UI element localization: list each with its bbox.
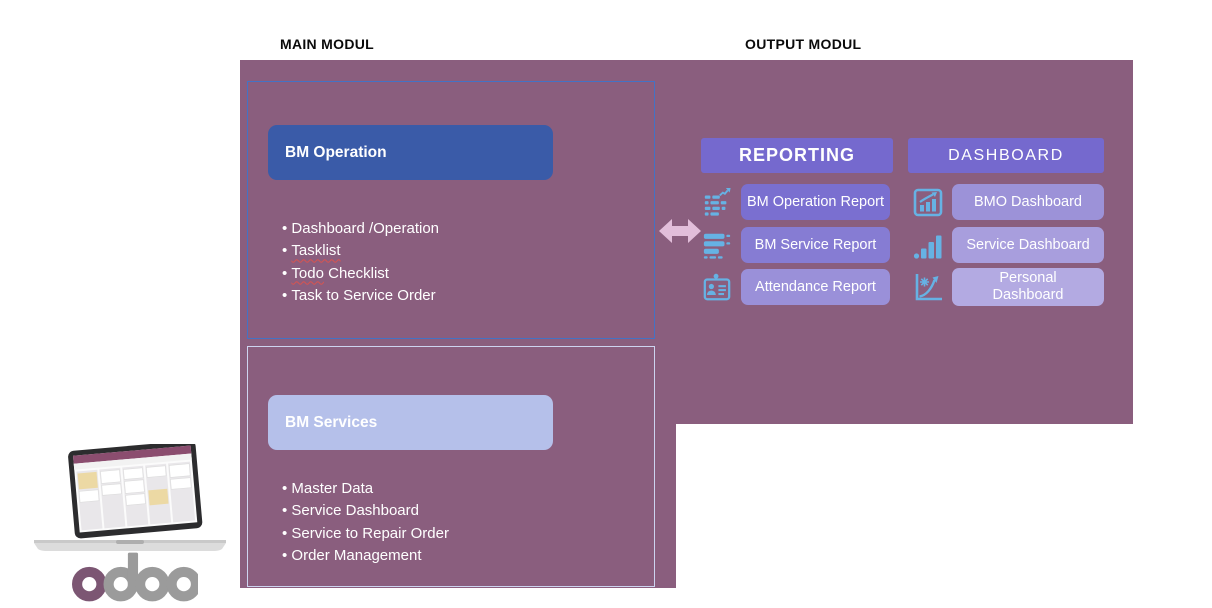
dash-row: Personal Dashboard: [912, 268, 1104, 306]
attendance-report-button[interactable]: Attendance Report: [741, 269, 890, 305]
list-item: Tasklist: [282, 240, 439, 262]
list-item: Dashboard /Operation: [282, 218, 439, 240]
bm-operation-label: BM Operation: [285, 143, 387, 161]
attendance-report-icon: [702, 272, 732, 302]
reporting-header[interactable]: REPORTING: [701, 138, 893, 173]
odoo-logo: [72, 549, 202, 603]
personal-dashboard-icon: [912, 271, 944, 303]
bm-operation-report-button[interactable]: BM Operation Report: [741, 184, 890, 220]
rep-row: BM Service Report: [702, 227, 890, 263]
bm-service-report-button[interactable]: BM Service Report: [741, 227, 890, 263]
service-report-icon: [702, 230, 732, 260]
rep-row: Attendance Report: [702, 269, 890, 305]
bm-services-label: BM Services: [285, 413, 378, 431]
service-dashboard-button[interactable]: Service Dashboard: [952, 227, 1104, 263]
service-dashboard-icon: [912, 229, 944, 261]
dashboard-header[interactable]: DASHBOARD: [908, 138, 1104, 173]
list-item: Todo Checklist: [282, 263, 439, 285]
list-item: Master Data: [282, 478, 449, 500]
bm-operation-list: Dashboard /OperationTasklistTodo Checkli…: [282, 218, 439, 307]
bm-operation-header[interactable]: BM Operation: [268, 125, 553, 180]
rep-row: BM Operation Report: [702, 184, 890, 220]
bm-services-box: [247, 346, 655, 587]
reporting-header-label: REPORTING: [738, 145, 855, 165]
operation-report-icon: [702, 187, 732, 217]
dashboard-header-label: DASHBOARD: [948, 146, 1064, 164]
output-modul-title: OUTPUT MODUL: [745, 36, 862, 52]
bm-services-header[interactable]: BM Services: [268, 395, 553, 450]
misspelled-word: Tasklist: [291, 242, 341, 260]
bm-operation-box: [247, 81, 655, 339]
main-modul-title: MAIN MODUL: [280, 36, 374, 52]
list-item: Task to Service Order: [282, 285, 439, 307]
misspelled-word: Todo: [291, 264, 324, 282]
bmo-dashboard-icon: [912, 186, 944, 218]
dash-row: BMO Dashboard: [912, 184, 1104, 220]
personal-dashboard-button[interactable]: Personal Dashboard: [952, 268, 1104, 306]
bmo-dashboard-button[interactable]: BMO Dashboard: [952, 184, 1104, 220]
list-item: Service Dashboard: [282, 500, 449, 522]
list-item: Order Management: [282, 545, 449, 567]
double-arrow-icon: [659, 216, 701, 246]
laptop-image: [28, 440, 232, 562]
dash-row: Service Dashboard: [912, 227, 1104, 263]
list-item: Service to Repair Order: [282, 523, 449, 545]
